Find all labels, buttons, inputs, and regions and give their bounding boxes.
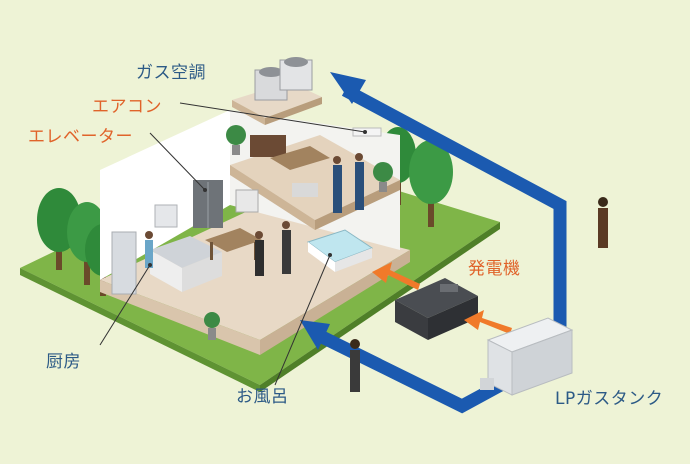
potted-plants — [204, 125, 393, 340]
power-arrow-1 — [372, 262, 420, 290]
leader-aircon — [179, 102, 366, 133]
roof-slab-edge2 — [265, 97, 322, 125]
generator — [395, 278, 478, 340]
label-elevator: エレベーター — [28, 127, 133, 147]
label-kitchen: 厨房 — [46, 352, 81, 372]
upper-floor-edge — [230, 165, 315, 230]
roof-slab-edge — [232, 100, 265, 125]
power-arrow-2 — [464, 310, 512, 334]
gas-aircon-units — [254, 57, 313, 101]
gas-flow-arrow-top — [341, 84, 567, 338]
gas-flow-arrow-bottom — [315, 329, 514, 414]
ground-edge — [20, 268, 260, 392]
people-house — [145, 153, 364, 276]
upper-furniture — [235, 127, 382, 213]
gas-flow-arrowhead-top — [330, 72, 366, 104]
label-bath: お風呂 — [236, 387, 289, 407]
house-floor-front — [100, 280, 260, 355]
person-right — [598, 197, 608, 248]
house-floor-side — [260, 250, 410, 355]
ground-edge-right — [260, 222, 500, 392]
leader-elevator — [149, 132, 206, 191]
kitchen-area — [111, 204, 222, 295]
label-generator: 発電機 — [468, 259, 521, 279]
lp-gas-tank — [480, 317, 574, 396]
label-gas-aircon: ガス空調 — [136, 63, 206, 83]
leader-kitchen — [99, 264, 151, 346]
bath-tub — [306, 229, 374, 272]
label-lp-tank: LPガスタンク — [555, 389, 664, 409]
label-aircon: エアコン — [92, 97, 162, 117]
leader-bath — [274, 254, 331, 386]
gas-flow-arrowhead-bottom — [300, 320, 330, 350]
person-center — [350, 339, 360, 392]
